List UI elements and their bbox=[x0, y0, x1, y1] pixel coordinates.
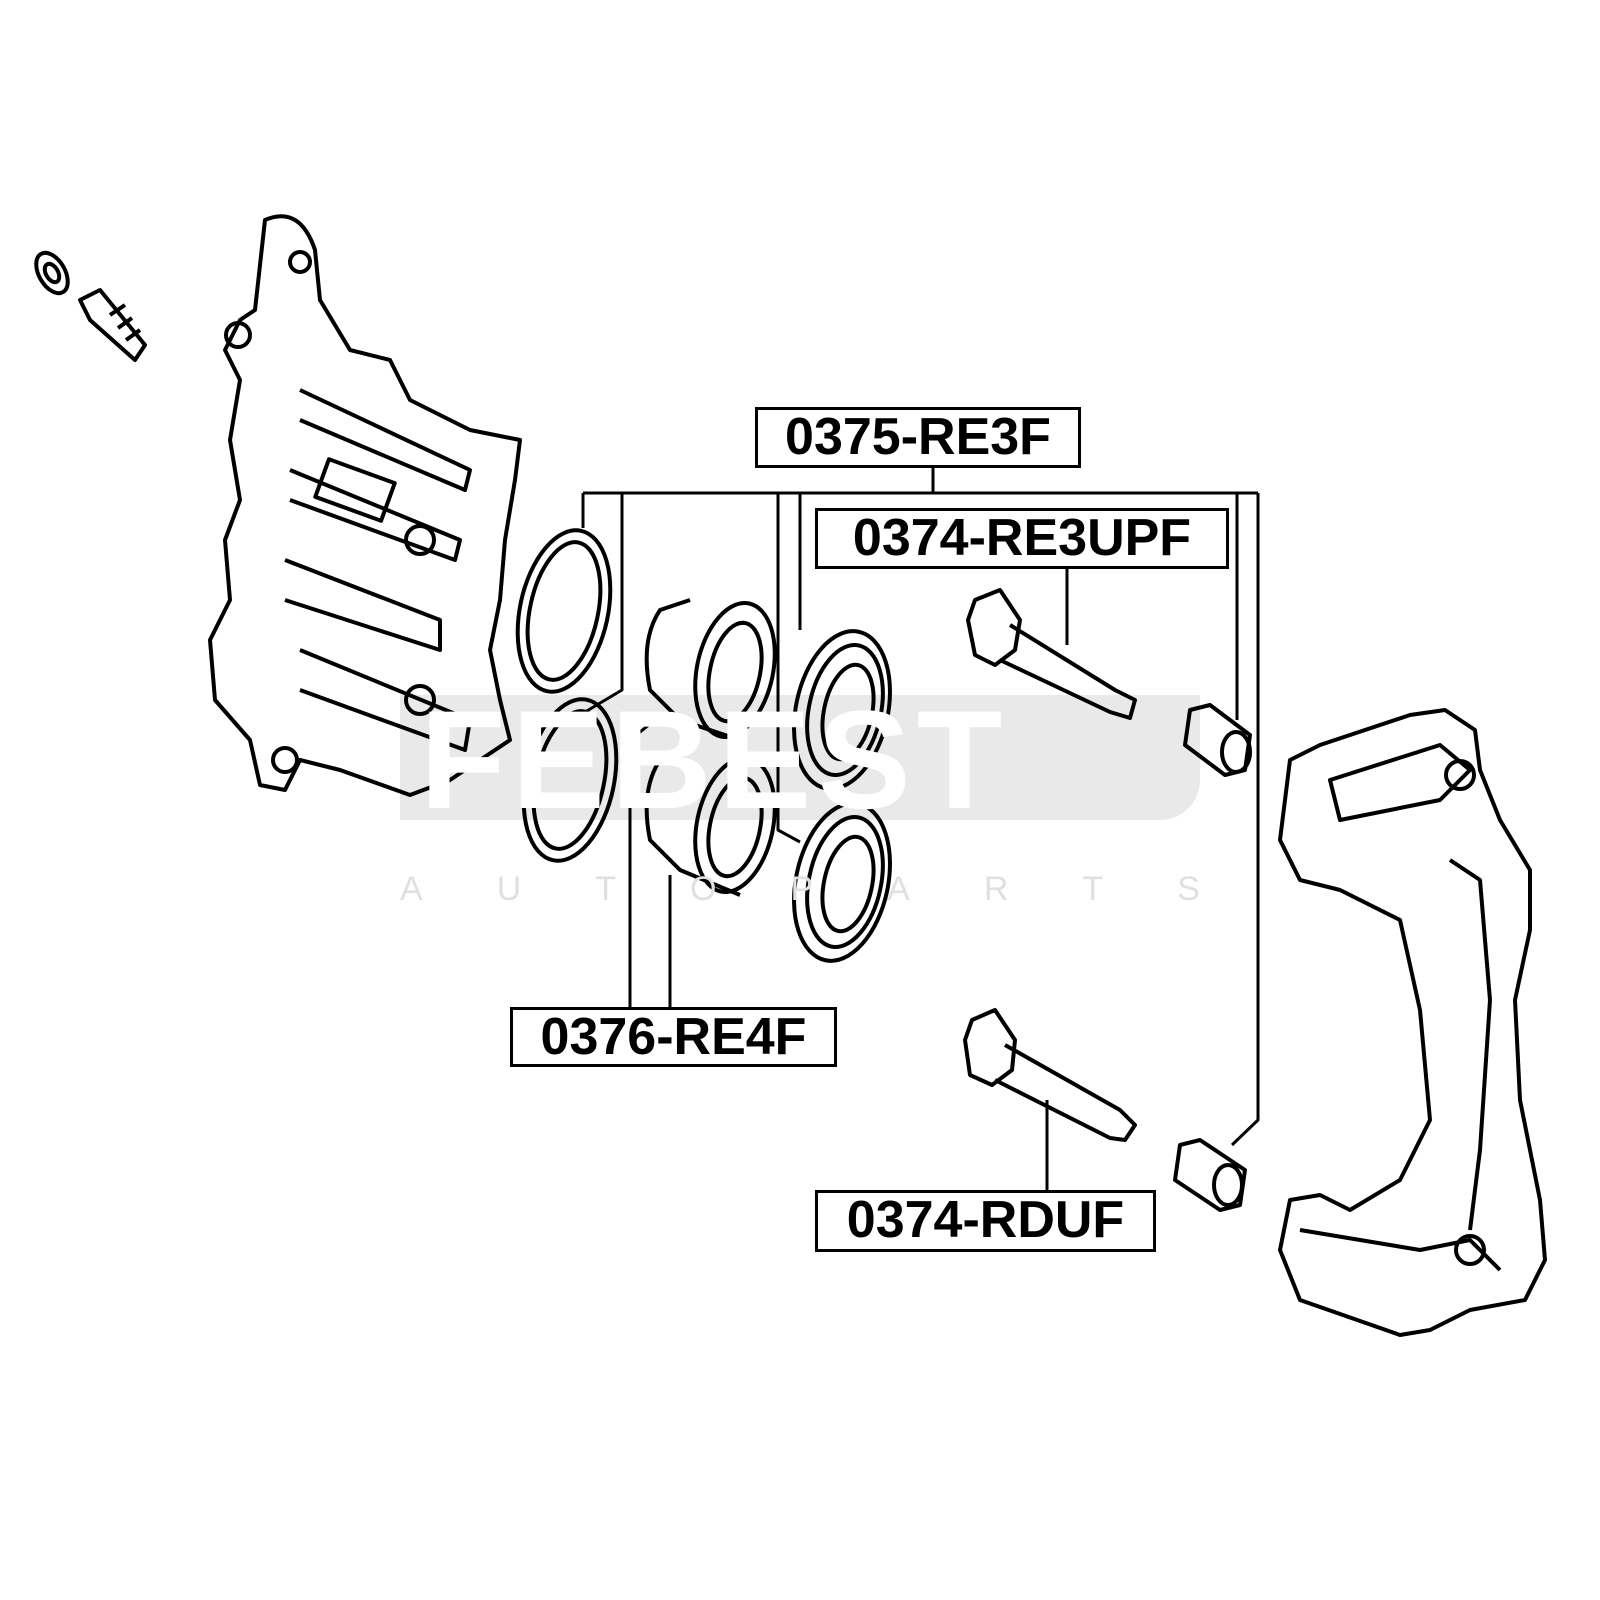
tagline-letter: R bbox=[983, 870, 1009, 908]
caliper-housing bbox=[208, 214, 522, 797]
caliper-bracket bbox=[1278, 708, 1547, 1337]
tagline-letter: U bbox=[496, 870, 522, 908]
tagline-letter: P bbox=[790, 870, 814, 908]
part-label-guide-pin-upper: 0374-RE3UPF bbox=[815, 508, 1229, 569]
guide-pin-upper bbox=[966, 588, 1137, 720]
tagline-letter: O bbox=[690, 870, 717, 908]
pin-boot-lower bbox=[1173, 1138, 1247, 1212]
bleeder-cap bbox=[34, 250, 70, 296]
tagline-letter: T bbox=[595, 870, 617, 908]
part-label-piston: 0376-RE4F bbox=[510, 1007, 837, 1067]
piston-upper bbox=[644, 598, 777, 742]
part-label-guide-pin-lower: 0374-RDUF bbox=[815, 1190, 1156, 1252]
piston-lower bbox=[644, 748, 777, 897]
dust-boot-upper bbox=[792, 629, 892, 791]
piston-seal-lower bbox=[521, 697, 619, 863]
pin-boot-upper bbox=[1183, 703, 1252, 777]
part-label-seal-kit: 0375-RE3F bbox=[755, 407, 1081, 468]
watermark-tagline: A U T O P A R T S bbox=[400, 870, 1200, 909]
tagline-letter: T bbox=[1082, 870, 1104, 908]
dust-boot-lower bbox=[792, 801, 892, 963]
bleeder-screw bbox=[78, 288, 147, 362]
tagline-letter: A bbox=[887, 870, 910, 908]
tagline-letter: A bbox=[400, 870, 423, 908]
tagline-letter: S bbox=[1177, 870, 1200, 908]
watermark-logo: FEBEST bbox=[420, 681, 1009, 838]
piston-seal-upper bbox=[515, 528, 613, 694]
guide-pin-lower bbox=[963, 1008, 1137, 1142]
